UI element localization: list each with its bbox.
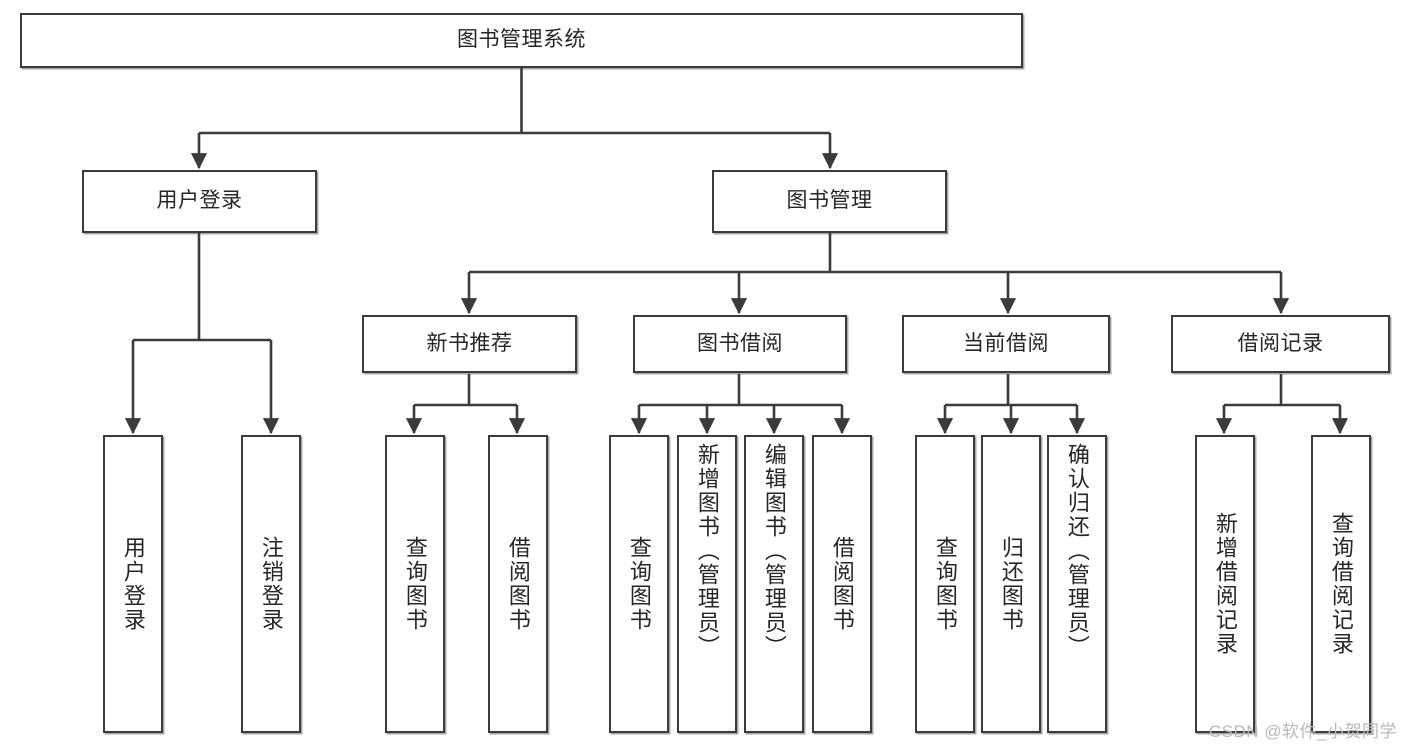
node-label: 图书管理 — [786, 189, 873, 213]
node-label: 借阅图书 — [829, 536, 855, 632]
node-label: 当前借阅 — [963, 331, 1049, 355]
node-leaf-query-book-recommend[interactable]: 查询图书 — [385, 435, 445, 733]
node-leaf-query-book-borrow[interactable]: 查询图书 — [609, 435, 669, 733]
node-label: 用户登录 — [156, 189, 243, 213]
node-label: 查询图书 — [932, 536, 958, 632]
node-label: 借阅图书 — [505, 536, 531, 632]
node-leaf-logout-login[interactable]: 注销登录 — [241, 435, 301, 733]
node-leaf-borrow-book-borrow[interactable]: 借阅图书 — [812, 435, 872, 733]
node-label: 编辑图书（管理员） — [761, 443, 787, 659]
node-leaf-add-borrow-record[interactable]: 新增借阅记录 — [1195, 435, 1255, 733]
node-leaf-user-login[interactable]: 用户登录 — [103, 435, 163, 733]
node-label: 查询图书 — [626, 536, 652, 632]
node-label: 注销登录 — [258, 536, 284, 632]
node-book-management[interactable]: 图书管理 — [712, 170, 947, 233]
node-label: 图书借阅 — [697, 331, 783, 355]
node-label: 用户登录 — [120, 536, 146, 632]
node-current-borrow[interactable]: 当前借阅 — [902, 315, 1110, 373]
node-label: 新书推荐 — [426, 331, 513, 355]
node-leaf-borrow-book-recommend[interactable]: 借阅图书 — [488, 435, 548, 733]
node-book-borrow[interactable]: 图书借阅 — [633, 315, 847, 373]
node-user-login[interactable]: 用户登录 — [82, 170, 317, 233]
node-root-book-management-system[interactable]: 图书管理系统 — [20, 13, 1023, 68]
node-label: 归还图书 — [998, 536, 1024, 632]
node-leaf-edit-book[interactable]: 编辑图书（管理员） — [744, 435, 804, 733]
node-label: 确认归还（管理员） — [1064, 443, 1090, 659]
node-new-book-recommend[interactable]: 新书推荐 — [362, 315, 577, 373]
node-borrow-record[interactable]: 借阅记录 — [1171, 315, 1390, 373]
node-label: 查询借阅记录 — [1328, 512, 1354, 656]
node-label: 图书管理系统 — [457, 28, 586, 52]
node-leaf-confirm-return[interactable]: 确认归还（管理员） — [1047, 435, 1107, 733]
node-leaf-return-book[interactable]: 归还图书 — [981, 435, 1041, 733]
node-leaf-query-borrow-record[interactable]: 查询借阅记录 — [1311, 435, 1371, 733]
node-leaf-query-book-current[interactable]: 查询图书 — [915, 435, 975, 733]
csdn-watermark: CSDN @软件_小贺同学 — [1208, 722, 1397, 741]
node-label: 查询图书 — [402, 536, 428, 632]
node-label: 新增图书（管理员） — [694, 443, 720, 659]
node-leaf-add-book[interactable]: 新增图书（管理员） — [677, 435, 737, 733]
node-label: 借阅记录 — [1237, 331, 1324, 355]
node-label: 新增借阅记录 — [1212, 512, 1238, 656]
